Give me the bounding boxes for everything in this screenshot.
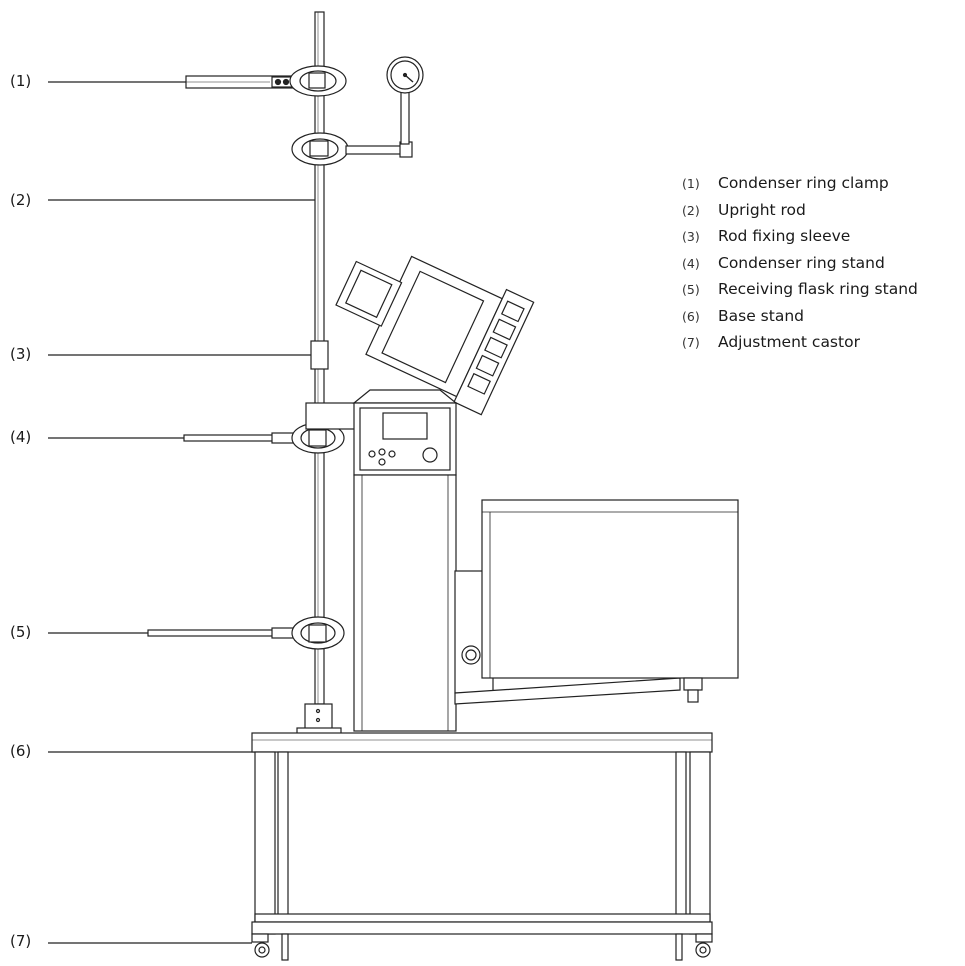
legend-label: Rod fixing sleeve bbox=[718, 227, 851, 245]
callout-label-5: (5) bbox=[10, 623, 31, 641]
legend-number: (6) bbox=[682, 308, 700, 324]
callout-label-6: (6) bbox=[10, 742, 31, 760]
condenser-ring-clamp bbox=[185, 65, 347, 97]
control-button bbox=[378, 458, 386, 466]
rod-base-holder bbox=[304, 703, 333, 730]
legend-item: (6) Base stand bbox=[682, 303, 965, 330]
legend-label: Upright rod bbox=[718, 200, 806, 219]
legend-label: Base stand bbox=[718, 306, 804, 325]
heating-bath bbox=[454, 499, 739, 705]
base-stand bbox=[251, 732, 713, 935]
rod-fixing-sleeve bbox=[310, 340, 329, 370]
legend-number: (7) bbox=[682, 335, 700, 350]
control-button bbox=[368, 450, 376, 458]
main-column bbox=[352, 389, 458, 732]
legend-number: (3) bbox=[682, 229, 700, 244]
control-button bbox=[388, 450, 396, 458]
legend-item: (5) Receiving flask ring stand bbox=[682, 276, 965, 303]
callout-label-7: (7) bbox=[10, 932, 31, 950]
callout-label-1: (1) bbox=[10, 72, 31, 90]
motor-head bbox=[335, 255, 535, 416]
legend-item: (4) Condenser ring stand bbox=[682, 250, 965, 277]
control-button bbox=[378, 448, 386, 456]
legend-item: (3) Rod fixing sleeve bbox=[682, 223, 965, 250]
legend-label: Adjustment castor bbox=[718, 333, 860, 351]
legend-number: (1) bbox=[682, 176, 700, 191]
legend-item: (2) Upright rod bbox=[682, 197, 965, 224]
callout-label-2: (2) bbox=[10, 191, 31, 209]
leader-lines bbox=[48, 81, 318, 944]
receiving-flask-ring-stand bbox=[147, 616, 345, 650]
legend: (1) Condenser ring clamp (2) Upright rod (… bbox=[682, 170, 965, 356]
legend-label: Condenser ring clamp bbox=[718, 174, 889, 192]
callout-label-4: (4) bbox=[10, 428, 31, 446]
legend-label: Receiving flask ring stand bbox=[718, 280, 918, 298]
legend-item: (7) Adjustment castor bbox=[682, 329, 965, 356]
display-screen bbox=[382, 412, 428, 440]
legend-label: Condenser ring stand bbox=[718, 253, 885, 272]
legend-number: (4) bbox=[682, 255, 700, 271]
pressure-gauge-assembly bbox=[291, 56, 424, 166]
callout-label-3: (3) bbox=[10, 345, 31, 363]
legend-number: (5) bbox=[682, 282, 700, 297]
control-knob bbox=[422, 447, 438, 463]
legend-number: (2) bbox=[682, 202, 700, 218]
adjustment-castor bbox=[251, 933, 713, 961]
legend-item: (1) Condenser ring clamp bbox=[682, 170, 965, 197]
condenser-ring-stand bbox=[183, 402, 357, 454]
